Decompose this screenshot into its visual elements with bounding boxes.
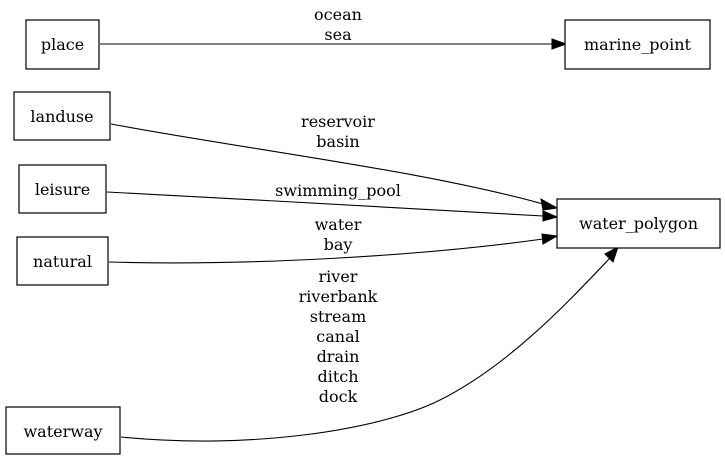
edge-label-line: stream [310,307,366,326]
edge-label-line: canal [316,327,359,346]
edge-label-line: dock [319,387,358,406]
node-label: leisure [35,180,90,199]
node-marine-point: marine_point [564,19,711,70]
label-natural-edge: water bay [315,215,362,254]
edge-waterway-water-polygon [120,245,619,442]
edge-label-line: riverbank [299,287,378,306]
arrowhead [542,210,559,222]
node-place: place [25,19,100,70]
edge-label-line: basin [316,132,359,151]
edge-label-line: drain [317,347,360,366]
arrowhead [604,245,619,263]
edge-label-line: swimming_pool [275,181,401,200]
edge-label-line: water [315,215,362,234]
arrowhead [551,38,568,50]
label-waterway-edge: river riverbank stream canal drain ditch… [299,267,378,406]
label-landuse-edge: reservoir basin [301,112,375,151]
edge-label-line: reservoir [301,112,375,131]
label-leisure-edge: swimming_pool [275,181,401,200]
node-leisure: leisure [18,164,107,214]
node-natural: natural [16,236,109,286]
node-waterway: waterway [5,406,121,455]
edge-leisure-water-polygon [106,191,559,222]
edge-label-line: bay [324,235,353,254]
node-label: landuse [30,107,93,126]
node-label: waterway [23,422,102,441]
edge-natural-water-polygon [108,233,559,264]
arrowhead [540,198,559,211]
node-water-polygon: water_polygon [556,198,721,249]
edge-label-line: ditch [317,367,358,386]
node-landuse: landuse [13,91,111,141]
arrowhead [541,233,559,245]
node-label: marine_point [584,35,692,54]
label-place-edge: ocean sea [314,5,362,44]
edge-label-line: sea [324,25,352,44]
node-label: water_polygon [579,214,698,233]
edge-label-line: ocean [314,5,362,24]
edge-label-line: river [319,267,358,286]
node-label: place [41,35,84,54]
node-label: natural [33,252,92,271]
edge-landuse-water-polygon [110,123,559,211]
edge-place-marine-point [100,38,568,50]
